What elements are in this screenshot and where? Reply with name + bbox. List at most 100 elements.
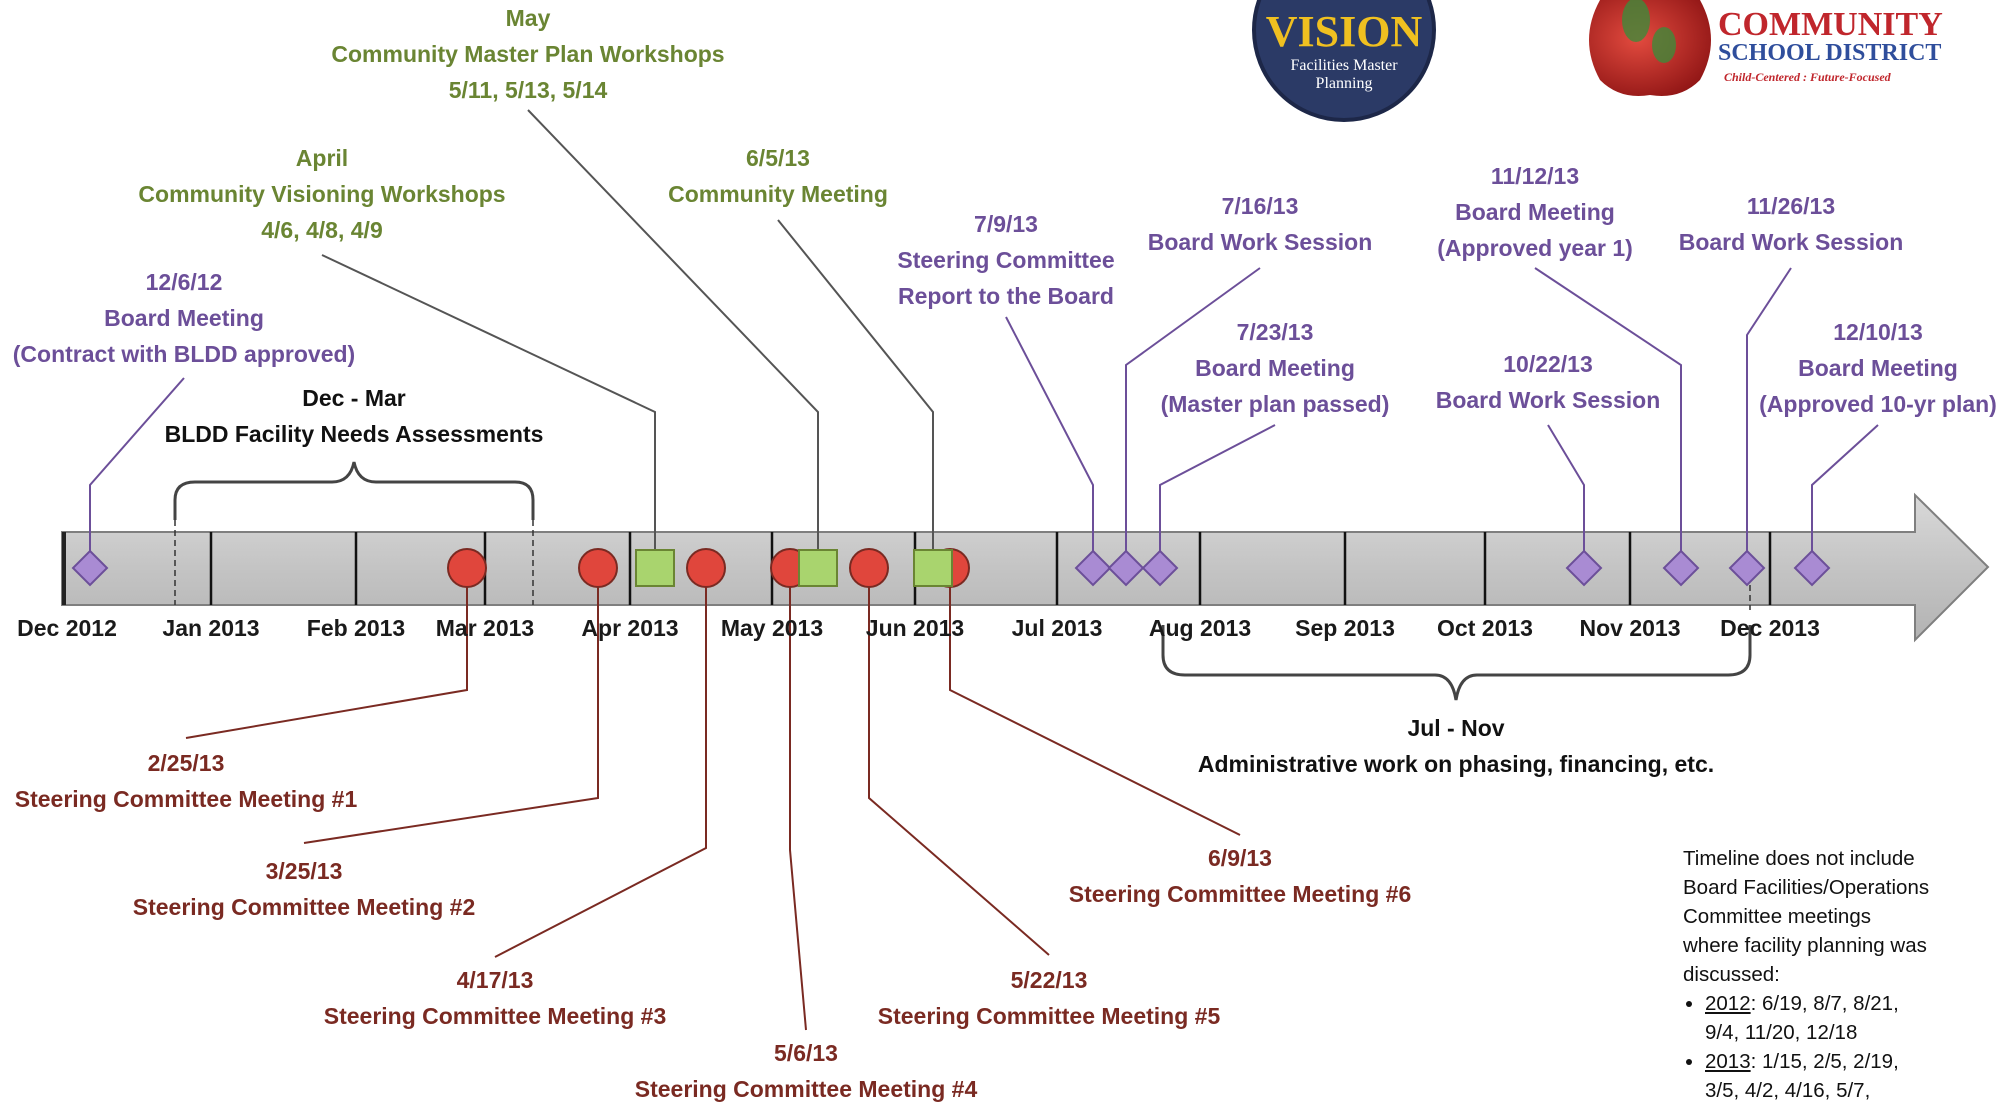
steering-event-label-line-1: 3/25/13 <box>265 858 343 884</box>
board-event-label-line-3: Report to the Board <box>898 283 1114 309</box>
vision-logo-sub1: Facilities Master <box>1290 57 1398 74</box>
board-event-diamond <box>1074 549 1112 587</box>
phase-jul-nov-desc: Administrative work on phasing, financin… <box>1197 751 1715 777</box>
board-event-label-line-2: Board Meeting <box>1798 355 1958 381</box>
brace-jul-nov <box>1161 625 1752 701</box>
board-event-label-line-1: 12/10/13 <box>1833 319 1923 345</box>
board-event-label-line-2: Board Work Session <box>1147 229 1373 255</box>
board-event-label-line-3: (Approved year 1) <box>1437 235 1633 261</box>
community-event-label-line-2: Community Visioning Workshops <box>138 181 506 207</box>
steering-leader <box>789 568 807 1031</box>
board-event-diamond <box>71 549 109 587</box>
community-event-label-line-3: 4/6, 4/8, 4/9 <box>261 217 383 243</box>
brace-dec-mar <box>173 461 535 520</box>
board-leader <box>1534 267 1682 568</box>
steering-leader <box>185 568 468 739</box>
district-logo-line1: COMMUNITY <box>1718 6 1943 43</box>
steering-event-circle <box>578 548 618 588</box>
steering-event-label-line-1: 2/25/13 <box>147 750 225 776</box>
phase-dashed-lines <box>174 520 1751 610</box>
steering-event-label-line-2: Steering Committee Meeting #5 <box>877 1003 1221 1029</box>
board-leader <box>1547 424 1585 568</box>
board-event-diamond <box>1565 549 1603 587</box>
board-event-label-line-1: 10/22/13 <box>1503 351 1593 377</box>
board-event-diamond <box>1662 549 1700 587</box>
board-event-label-line-2: Board Work Session <box>1435 387 1661 413</box>
board-event-label-line-2: Steering Committee <box>897 247 1115 273</box>
note-2012-line2: 9/4, 11/20, 12/18 <box>1705 1021 1858 1044</box>
month-label: Apr 2013 <box>581 615 679 641</box>
board-leader <box>1811 424 1879 568</box>
community-event-label-line-1: May <box>505 5 551 31</box>
board-event-diamond <box>1141 549 1179 587</box>
board-event-diamond <box>1793 549 1831 587</box>
community-event-label-line-1: April <box>295 145 349 171</box>
timeline-bar <box>61 492 1990 643</box>
month-label: Jul 2013 <box>1011 615 1103 641</box>
vision-logo-sub2: Planning <box>1316 75 1373 92</box>
month-label: Jan 2013 <box>162 615 260 641</box>
note-2013-line1: : 1/15, 2/5, 2/19, <box>1750 1050 1899 1073</box>
steering-leader <box>494 568 707 958</box>
steering-leader <box>868 568 1050 956</box>
steering-leader <box>303 568 599 844</box>
community-event-square <box>913 549 953 587</box>
board-event-label-line-3: (Master plan passed) <box>1160 391 1390 417</box>
district-logo-tagline: Child-Centered : Future-Focused <box>1724 70 1892 84</box>
vision-logo-word: VISION <box>1266 7 1423 56</box>
community-event-label-line-3: 5/11, 5/13, 5/14 <box>448 77 608 103</box>
note-intro-1: Timeline does not include <box>1683 847 1915 870</box>
board-event-label-line-3: (Contract with BLDD approved) <box>12 341 356 367</box>
board-leader <box>1159 424 1276 568</box>
phase-dec-mar-label: Dec - Mar BLDD Facility Needs Assessment… <box>165 380 544 452</box>
steering-event-label-line-2: Steering Committee Meeting #3 <box>323 1003 667 1029</box>
board-event-label-line-2: Board Meeting <box>1195 355 1355 381</box>
community-event-square <box>635 549 675 587</box>
timeline-note: Timeline does not include Board Faciliti… <box>1683 844 1983 1105</box>
community-leader <box>527 109 819 568</box>
board-event-label-line-1: 7/9/13 <box>974 211 1038 237</box>
board-event-label-line-1: 11/26/13 <box>1746 193 1836 219</box>
steering-event-label-line-1: 5/22/13 <box>1010 967 1088 993</box>
board-leader <box>1746 267 1792 568</box>
month-label: May 2013 <box>720 615 824 641</box>
community-event-label-line-1: 6/5/13 <box>746 145 810 171</box>
steering-leader <box>949 568 1241 836</box>
steering-event-circle <box>686 548 726 588</box>
phase-dec-mar-title: Dec - Mar <box>302 385 406 411</box>
vision-logo: VISION Facilities Master Planning <box>1252 0 1436 122</box>
steering-event-label-line-2: Steering Committee Meeting #6 <box>1068 881 1412 907</box>
month-label: Feb 2013 <box>306 615 406 641</box>
note-item-2013: 2013: 1/15, 2/5, 2/19,3/5, 4/2, 4/16, 5/… <box>1705 1047 1983 1105</box>
month-label: Jun 2013 <box>865 615 965 641</box>
community-event-label-line-2: Community Meeting <box>668 181 888 207</box>
board-event-diamond <box>1728 549 1766 587</box>
board-event-label-line-1: 7/16/13 <box>1221 193 1299 219</box>
board-event-label-line-1: 12/6/12 <box>145 269 223 295</box>
event-markers <box>71 548 1831 588</box>
board-event-label-line-1: 11/12/13 <box>1490 163 1580 189</box>
note-list: 2012: 6/19, 8/7, 8/21,9/4, 11/20, 12/18 … <box>1683 989 1983 1105</box>
phase-jul-nov-title: Jul - Nov <box>1407 715 1505 741</box>
board-event-diamond <box>1107 549 1145 587</box>
month-label: Nov 2013 <box>1579 615 1681 641</box>
note-2013-line2: 3/5, 4/2, 4/16, 5/7, <box>1705 1079 1871 1102</box>
note-item-2012: 2012: 6/19, 8/7, 8/21,9/4, 11/20, 12/18 <box>1705 989 1983 1047</box>
steering-event-circle <box>849 548 889 588</box>
month-label: Sep 2013 <box>1295 615 1395 641</box>
note-intro-3: Committee meetings <box>1683 905 1871 928</box>
apple-icon <box>1589 0 1711 96</box>
board-leader <box>89 377 185 568</box>
note-year-2012: 2012 <box>1705 992 1751 1015</box>
steering-event-label-line-1: 4/17/13 <box>456 967 534 993</box>
month-label: Dec 2013 <box>1720 615 1820 641</box>
